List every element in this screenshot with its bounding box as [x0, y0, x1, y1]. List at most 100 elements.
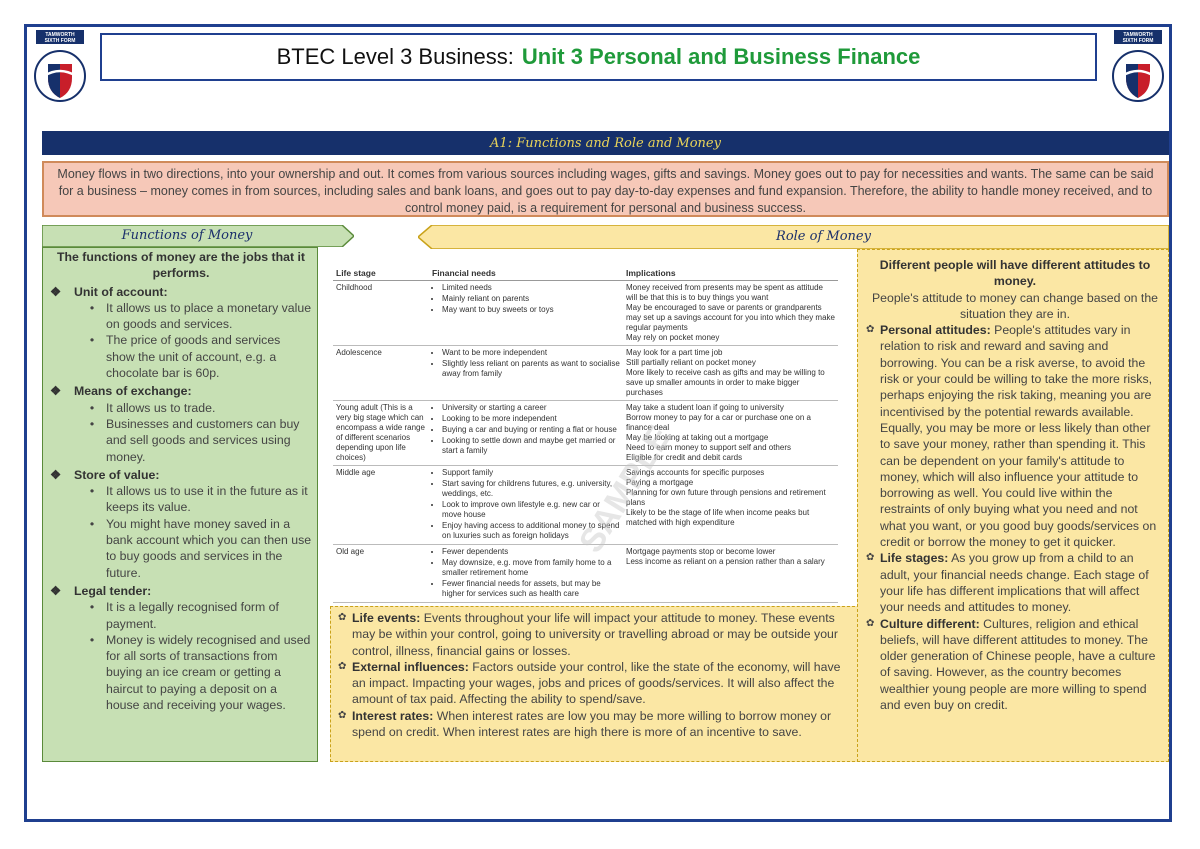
bullet-dot-icon: •: [89, 600, 95, 615]
implication-item: Less income as reliant on a pension rath…: [626, 557, 825, 566]
entry-body: Life events: Events throughout your life…: [352, 610, 852, 659]
page-title: BTEC Level 3 Business: Unit 3 Personal a…: [100, 33, 1097, 81]
bullet-icon: ❖: [50, 467, 62, 482]
table-header-row: Life stage Financial needs Implications: [333, 266, 838, 281]
bullet-dot-icon: •: [89, 400, 95, 415]
attitudes-list: ✿Personal attitudes: People's attitudes …: [866, 322, 1164, 713]
implications-cell: Money received from presents may be spen…: [623, 280, 838, 346]
influence-entry: ✿Personal attitudes: People's attitudes …: [866, 322, 1164, 550]
function-point-text: You might have money saved in a bank acc…: [106, 516, 312, 580]
function-point-text: It is a legally recognised form of payme…: [106, 600, 279, 631]
section-title-bar: A1: Functions and Role and Money: [42, 131, 1169, 155]
title-prefix: BTEC Level 3 Business:: [276, 44, 514, 69]
function-point: •It allows us to trade.: [78, 400, 312, 416]
implication-item: May take a student loan if going to univ…: [626, 403, 784, 412]
influence-entry: ✿ Culture different: Cultures, religion a…: [866, 616, 1164, 714]
need-item: Buying a car and buying or renting a fla…: [442, 425, 620, 435]
bullet-dot-icon: •: [89, 516, 95, 531]
bullet-dot-icon: •: [89, 416, 95, 431]
need-item: May want to buy sweets or toys: [442, 305, 620, 315]
table-header: Financial needs: [429, 266, 623, 281]
implication-item: Money received from presents may be spen…: [626, 283, 823, 302]
bullet-icon: ❖: [50, 284, 62, 299]
entry-body: Life stages: As you grow up from a child…: [880, 550, 1164, 615]
influence-entry: ✿Interest rates: When interest rates are…: [338, 708, 852, 741]
flower-bullet-icon: ✿: [338, 660, 347, 672]
school-logo-left: TAMWORTH SIXTH FORM: [30, 30, 90, 110]
needs-list: Want to be more independentSlightly less…: [432, 348, 620, 379]
implication-item: More likely to receive cash as gifts and…: [626, 368, 825, 397]
table-row: Old ageFewer dependentsMay downsize, e.g…: [333, 544, 838, 603]
table-header: Implications: [623, 266, 838, 281]
table-row: AdolescenceWant to be more independentSl…: [333, 345, 838, 401]
life-stage-cell: Adolescence: [333, 345, 429, 401]
implication-item: Planning for own future through pensions…: [626, 488, 826, 507]
implication-item: May be looking at taking out a mortgage: [626, 433, 769, 442]
function-title: Unit of account:: [74, 284, 168, 299]
entry-text: Factors outside your control, like the s…: [352, 659, 841, 707]
life-stage-cell: Old age: [333, 544, 429, 603]
influence-entry: ✿Life stages: As you grow up from a chil…: [866, 550, 1164, 615]
need-item: Looking to settle down and maybe get mar…: [442, 436, 620, 456]
need-item: Limited needs: [442, 283, 620, 293]
entry-body: Culture different: Cultures, religion an…: [880, 616, 1164, 714]
financial-needs-cell: Limited needsMainly reliant on parentsMa…: [429, 280, 623, 346]
entry-text: As you grow up from a child to an adult,…: [880, 551, 1149, 615]
need-item: Slightly less reliant on parents as want…: [442, 359, 620, 379]
need-item: University or starting a career: [442, 403, 620, 413]
function-point-text: It allows us to place a monetary value o…: [106, 300, 312, 332]
implication-item: Mortgage payments stop or become lower: [626, 547, 776, 556]
financial-needs-cell: Fewer dependentsMay downsize, e.g. move …: [429, 544, 623, 603]
financial-needs-cell: University or starting a careerLooking t…: [429, 400, 623, 466]
influences-content: ✿ Life events: Events throughout your lif…: [338, 610, 852, 740]
functions-panel: [42, 247, 318, 762]
page-frame: [24, 24, 1172, 822]
table-body: ChildhoodLimited needsMainly reliant on …: [333, 280, 838, 603]
role-heading: Role of Money: [418, 225, 1169, 249]
needs-list: Limited needsMainly reliant on parentsMa…: [432, 283, 620, 315]
logo-text-top: TAMWORTH: [1123, 32, 1153, 38]
function-point: • It allows us to place a monetary value …: [78, 300, 312, 333]
entry-title: Culture different:: [880, 616, 980, 631]
bullet-icon: ❖: [50, 583, 62, 598]
function-item-title: ❖Means of exchange:: [50, 383, 312, 399]
attitudes-lead-2: People's attitude to money can change ba…: [871, 290, 1159, 321]
influences-panel: [330, 606, 860, 762]
need-item: Mainly reliant on parents: [442, 294, 620, 304]
function-item-title: ❖ Legal tender:: [50, 583, 312, 599]
functions-content: The functions of money are the jobs that…: [50, 249, 312, 713]
need-item: Fewer dependents: [442, 547, 620, 557]
table-header: Life stage: [333, 266, 429, 281]
need-item: Fewer financial needs for assets, but ma…: [442, 579, 620, 599]
implication-item: Likely to be the stage of life when inco…: [626, 508, 810, 527]
role-heading-text: Role of Money: [776, 229, 871, 244]
logo-text-sub: SIXTH FORM: [1123, 38, 1154, 44]
flower-bullet-icon: ✿: [866, 324, 875, 336]
function-title: Legal tender:: [74, 583, 152, 598]
function-point-text: It allows us to use it in the future as …: [106, 484, 308, 515]
bullet-dot-icon: •: [89, 632, 95, 647]
needs-list: University or starting a careerLooking t…: [432, 403, 620, 456]
need-item: Support family: [442, 468, 620, 478]
flower-bullet-icon: ✿: [338, 612, 347, 623]
bullet-dot-icon: •: [89, 300, 95, 315]
implication-item: Savings accounts for specific purposes: [626, 468, 765, 477]
entry-body: Interest rates: When interest rates are …: [352, 708, 852, 741]
intro-text: Money flows in two directions, into your…: [57, 167, 1154, 215]
financial-needs-cell: Want to be more independentSlightly less…: [429, 345, 623, 401]
life-stage-table: Life stage Financial needs Implications …: [333, 266, 838, 603]
implication-item: May rely on pocket money: [626, 333, 720, 342]
implication-item: May look for a part time job: [626, 348, 723, 357]
needs-list: Fewer dependentsMay downsize, e.g. move …: [432, 547, 620, 599]
function-item-title: ❖Store of value:: [50, 467, 312, 483]
attitudes-content: Different people will have different att…: [866, 257, 1164, 713]
need-item: Look to improve own lifestyle e.g. new c…: [442, 500, 620, 520]
entry-title: Interest rates:: [352, 708, 434, 723]
entry-text: When interest rates are low you may be m…: [352, 708, 832, 740]
implication-item: Paying a mortgage: [626, 478, 694, 487]
entry-text: Events throughout your life will impact …: [352, 611, 838, 658]
bullet-icon: ❖: [50, 384, 62, 399]
flower-bullet-icon: ✿: [866, 617, 875, 629]
